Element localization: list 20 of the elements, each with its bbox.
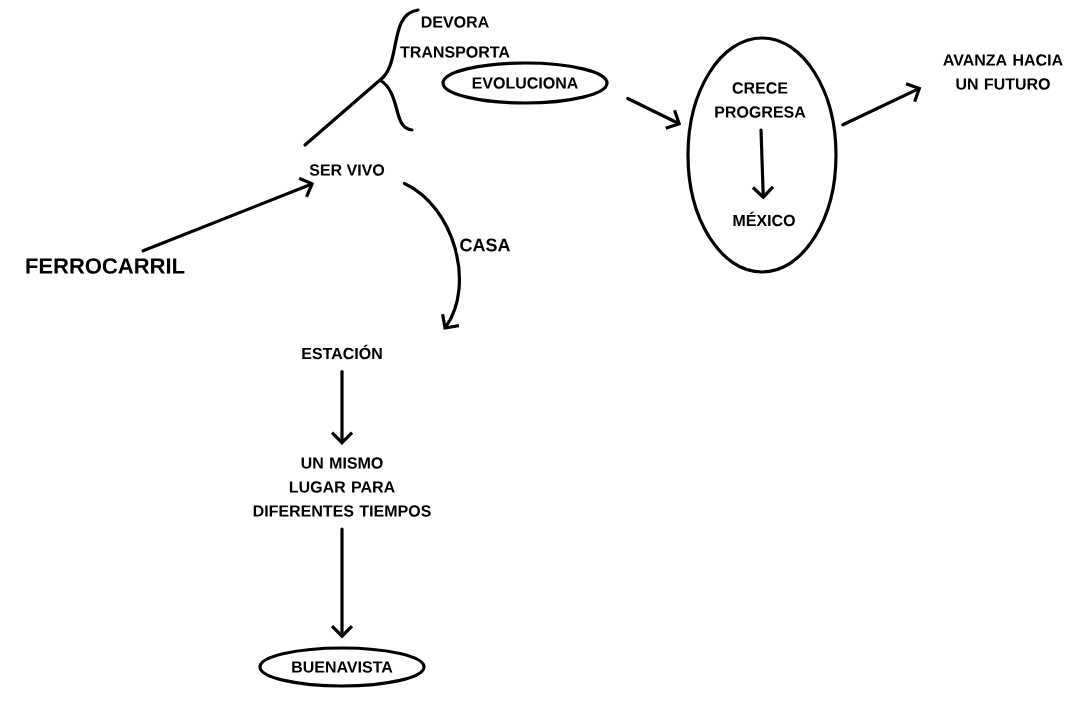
arrow (330, 527, 354, 639)
word-label: DEVORA (421, 16, 489, 28)
word-label: ESTACIÓN (302, 344, 382, 360)
arrow (402, 181, 461, 330)
circled-word: EVOLUCIONA (441, 61, 609, 105)
word-label: CRECE PROGRESA (715, 82, 806, 118)
word-label: AVANZA HACIA UN FUTURO (943, 54, 1063, 90)
arrow (626, 96, 682, 130)
word-label: SER VIVO (309, 164, 385, 176)
word-label: UN MISMO LUGAR PARA DIFERENTES TIEMPOS (253, 457, 431, 517)
arrow (330, 369, 354, 445)
word-label: FERROCARRIL (26, 258, 185, 274)
word-label: MÉXICO (733, 211, 795, 227)
word-label: TRANSPORTA (400, 46, 510, 58)
ellipse (686, 36, 838, 274)
arrow (751, 128, 775, 200)
arrow (141, 176, 315, 253)
circled-word: BUENAVISTA (258, 646, 426, 688)
arrow (841, 82, 922, 127)
edge-label: CASA (457, 236, 513, 254)
